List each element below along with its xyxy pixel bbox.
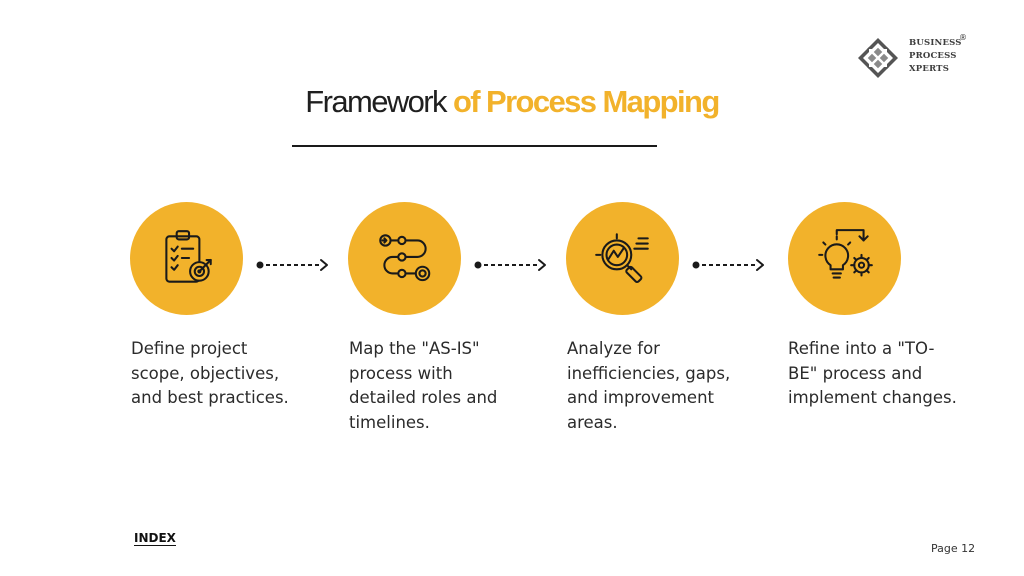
registered-mark: ® <box>959 33 967 42</box>
diamond-arrows-logo-icon <box>858 38 898 78</box>
index-link[interactable]: INDEX <box>134 531 176 546</box>
step-1-icon-circle <box>130 202 243 315</box>
page-number: Page 12 <box>931 542 976 555</box>
step-3-icon-circle <box>566 202 679 315</box>
process-path-flow-icon <box>378 233 430 281</box>
step-1-description: Define project scope, objectives, and be… <box>131 339 289 407</box>
step-2-description: Map the "AS-IS" process with detailed ro… <box>349 339 498 432</box>
brand-line-1: BUSINESS <box>909 38 962 48</box>
brand-logo: BUSINESS PROCESS XPERTS ® <box>856 33 968 80</box>
step-4-description: Refine into a "TO-BE" process and implem… <box>788 339 957 407</box>
step-3-flow-arrow <box>692 259 764 271</box>
brand-line-2: PROCESS <box>909 51 957 61</box>
lightbulb-gear-icon <box>817 228 873 279</box>
brand-line-3: XPERTS <box>909 64 950 74</box>
step-1-flow-arrow <box>256 259 328 271</box>
step-4-icon-circle <box>788 202 901 315</box>
title-part-framework: Framework <box>305 84 447 119</box>
step-3-description: Analyze for inefficiencies, gaps, and im… <box>567 339 731 432</box>
clipboard-checklist-target-icon <box>164 229 212 283</box>
magnifier-analysis-icon <box>594 232 649 283</box>
step-2-icon-circle <box>348 202 461 315</box>
brand-name: BUSINESS PROCESS XPERTS <box>909 37 962 76</box>
title-underline <box>292 145 657 147</box>
title-part-process-mapping: of Process Mapping <box>452 84 720 119</box>
page-title: Framework of Process Mapping <box>0 84 1024 120</box>
step-2-flow-arrow <box>474 259 546 271</box>
